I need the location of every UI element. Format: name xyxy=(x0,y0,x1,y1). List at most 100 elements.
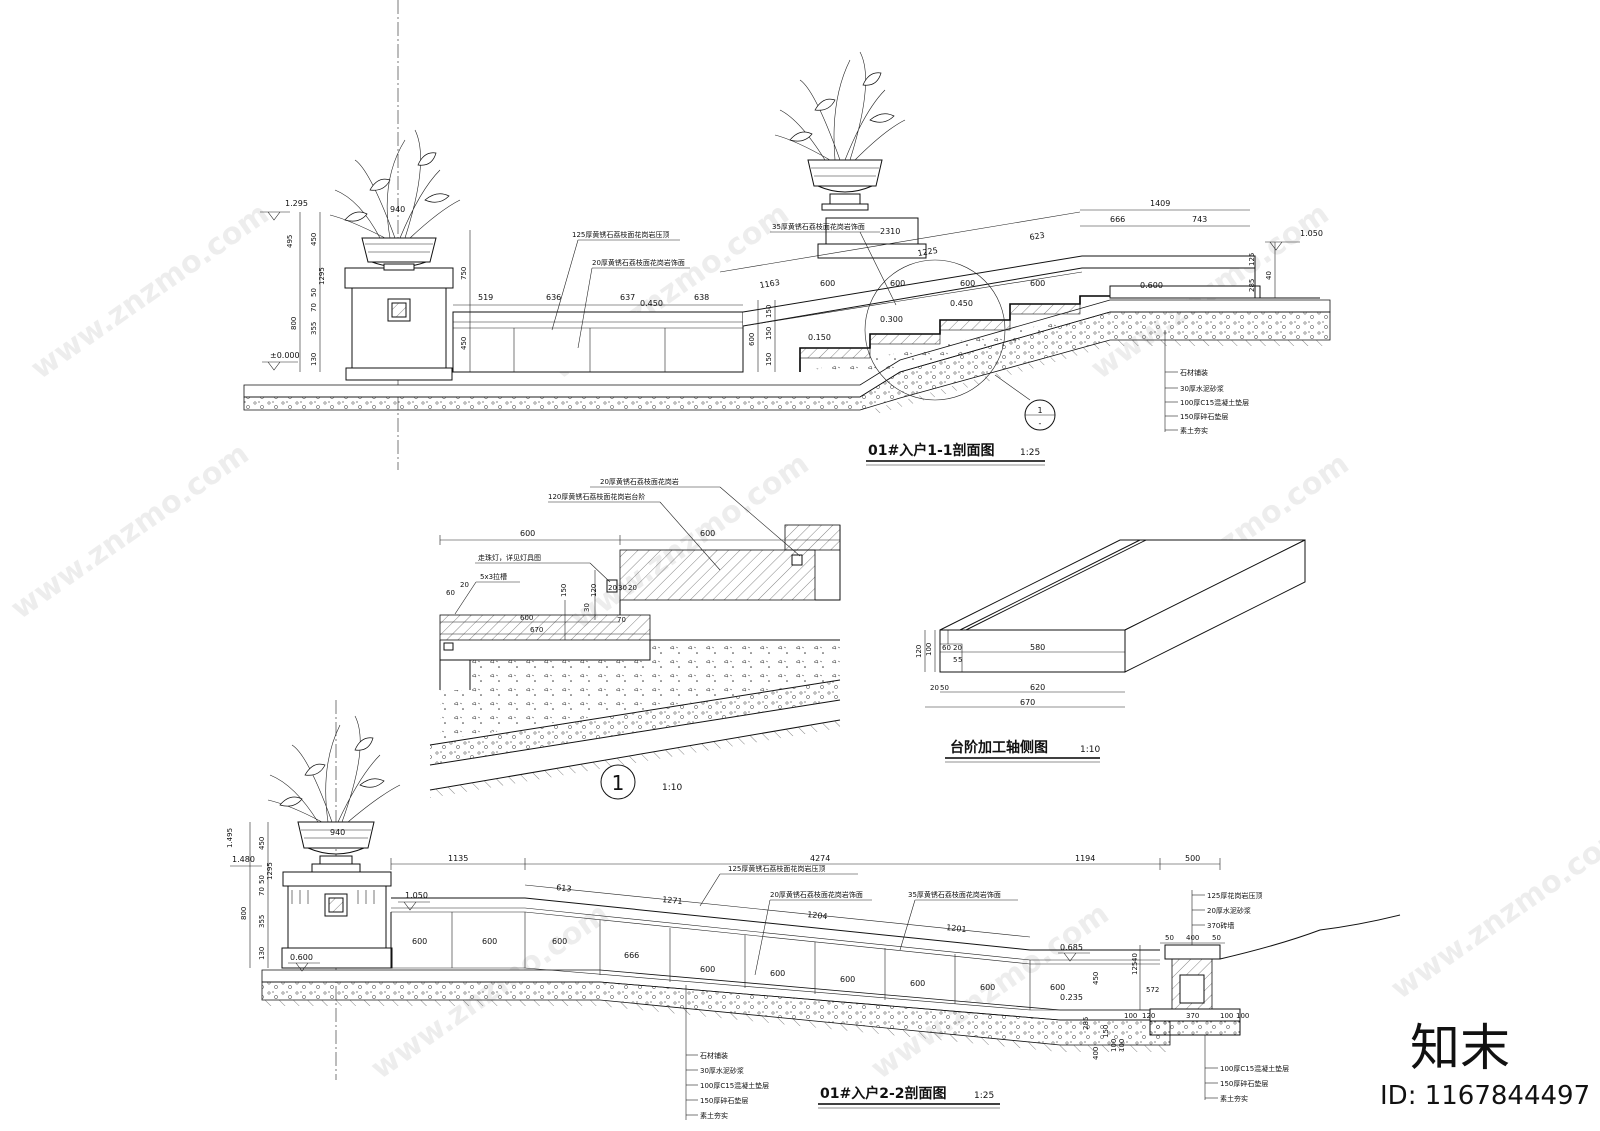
step-dim: 600 xyxy=(552,937,567,946)
dim-label: 1163 xyxy=(759,278,781,290)
layer-label: 20厚水泥砂浆 xyxy=(1207,906,1251,915)
dim-label: 1204 xyxy=(807,910,828,921)
vertical-dims-2: 450 50 70 1295 355 800 130 xyxy=(240,822,274,968)
pedestal-ornament-inner xyxy=(328,897,344,913)
dim-label: 1409 xyxy=(1150,199,1170,208)
elev-label: ±0.000 xyxy=(270,351,300,360)
layer-label: 素土夯实 xyxy=(700,1111,728,1120)
elev-label: 1.495 xyxy=(226,828,234,848)
vdim: 130 xyxy=(310,353,318,366)
dim-label: 100 xyxy=(1124,1012,1137,1020)
step-dim: 666 xyxy=(624,951,639,960)
brand-logo: 知末 ID: 1167844497 xyxy=(1380,1019,1590,1111)
detail-ref-dash: - xyxy=(1039,419,1042,428)
detail-number: 1 xyxy=(612,771,625,795)
vdim: 800 xyxy=(290,317,298,330)
layer-legend-2: 石材铺装 30厚水泥砂浆 100厚C15混凝土垫层 150厚碎石垫层 素土夯实 xyxy=(685,985,769,1120)
dim-label: 1201 xyxy=(946,923,967,934)
watermark-text: www.znzmo.com xyxy=(565,446,816,636)
wall-coping xyxy=(391,897,1160,951)
step-dim: 600 xyxy=(482,937,497,946)
vdim: 1295 xyxy=(318,267,326,285)
vdim: 130 xyxy=(258,947,266,960)
planter-urn-lower xyxy=(267,715,401,873)
vdim: 120 xyxy=(590,584,598,597)
material-labels-1: 125厚黄锈石荔枝面花岗岩压顶 20厚黄锈石荔枝面花岗岩饰面 35厚黄锈石荔枝面… xyxy=(551,222,897,349)
layer-label: 30厚水泥砂浆 xyxy=(700,1066,744,1075)
vdim: 750 xyxy=(460,267,468,280)
vdim: 100 xyxy=(1110,1039,1118,1052)
material-label: 5x3拉槽 xyxy=(480,572,507,581)
detail-callout-circle xyxy=(864,259,1006,401)
dimension-chain-2: 940 1135 4274 1194 500 613 1271 1204 120… xyxy=(330,828,1221,992)
dim-label: 940 xyxy=(330,828,345,837)
step-side-face xyxy=(1124,539,1306,673)
watermark-text: www.znzmo.com xyxy=(1385,816,1600,1006)
groove-lines xyxy=(959,539,1147,631)
right-layer-legend-2: 125厚花岗岩压顶 20厚水泥砂浆 370砖墙 xyxy=(1191,890,1262,945)
pedestal-ornament xyxy=(324,893,348,917)
planter-urn-left xyxy=(329,129,461,271)
detail-1: 600 600 60 20 150 120 20 30 20 30 70 600… xyxy=(429,477,841,800)
vdim: 600 xyxy=(748,333,756,346)
pedestal-body xyxy=(351,287,447,369)
step-tread xyxy=(799,347,871,359)
dim-label: 1135 xyxy=(448,854,468,863)
layer-label: 100厚C15混凝土垫层 xyxy=(1180,398,1249,407)
gravel-bed xyxy=(430,680,840,765)
dim-label: 60 xyxy=(446,589,455,597)
vdim: 100 xyxy=(925,643,933,656)
dim-label: 50 xyxy=(1165,934,1174,942)
vdim: 800 xyxy=(240,907,248,920)
elev-label: 1.480 xyxy=(232,855,255,864)
dim-label: 120 xyxy=(1142,1012,1155,1020)
dim-label: 636 xyxy=(546,293,561,302)
dim-label: 70 xyxy=(617,616,626,624)
vdim: 70 xyxy=(258,887,266,896)
dim-label: 637 xyxy=(620,293,635,302)
elev-label: 1.295 xyxy=(285,199,308,208)
low-wall xyxy=(452,311,744,373)
dim-label: 600 xyxy=(700,529,715,538)
image-id: ID: 1167844497 xyxy=(1380,1081,1590,1111)
end-coping xyxy=(1164,944,1221,960)
stair-slab-lower xyxy=(439,614,651,641)
natural-grade xyxy=(1219,914,1401,960)
dim-label: 2310 xyxy=(880,227,900,236)
vdim: 125 xyxy=(1131,962,1139,975)
vdim: 40 xyxy=(1265,271,1273,280)
dim-label: 30 xyxy=(618,584,627,592)
step-dim: 600 xyxy=(1050,983,1065,992)
dim-label: 500 xyxy=(1185,854,1200,863)
vdim: 125 xyxy=(1248,253,1256,266)
pedestal-base xyxy=(345,367,453,381)
section-title: 01#入户1-1剖面图 xyxy=(868,442,995,459)
elev-label: 0.235 xyxy=(1060,993,1083,1002)
dim-label: 670 xyxy=(530,626,543,634)
vdim: 150 xyxy=(1102,1025,1110,1038)
watermark-text: www.znzmo.com xyxy=(25,196,276,386)
vdim: 285 xyxy=(1248,279,1256,292)
elev-label: 0.150 xyxy=(808,333,831,342)
dim-label: 1271 xyxy=(662,895,683,906)
elev-label: 0.450 xyxy=(950,299,973,308)
vdim: 40 xyxy=(1131,953,1139,962)
stair-slab-top xyxy=(784,524,841,551)
right-dims-2: 50 400 50 40 125 450 572 100 120 370 100… xyxy=(1082,934,1249,1060)
layer-label: 石材铺装 xyxy=(700,1051,728,1060)
material-label: 35厚黄锈石荔枝面花岗岩饰面 xyxy=(772,222,865,231)
vdim: 50 xyxy=(310,288,318,297)
elev-label: 0.300 xyxy=(880,315,903,324)
material-label: 125厚黄锈石荔枝面花岗岩压顶 xyxy=(572,230,669,239)
dim-label: 370 xyxy=(1186,1012,1199,1020)
axonometric-title: 台阶加工轴侧图 xyxy=(950,739,1048,756)
material-label: 120厚黄锈石荔枝面花岗岩台阶 xyxy=(548,492,645,501)
layer-label: 150厚碎石垫层 xyxy=(700,1096,748,1105)
elevation-markers-1: 1.295 ±0.000 0.450 0.150 0.300 0.450 0.6… xyxy=(260,199,1323,371)
elev-label: 0.600 xyxy=(290,953,313,962)
pedestal-cap xyxy=(282,871,392,887)
vdim: 450 xyxy=(460,337,468,350)
material-label: 20厚黄锈石荔枝面花岗岩饰面 xyxy=(770,890,863,899)
material-label: 20厚黄锈石荔枝面花岗岩饰面 xyxy=(592,258,685,267)
section-1-1: 1 - 1.295 ±0.000 0.450 0.150 0.300 0.450… xyxy=(243,0,1331,470)
